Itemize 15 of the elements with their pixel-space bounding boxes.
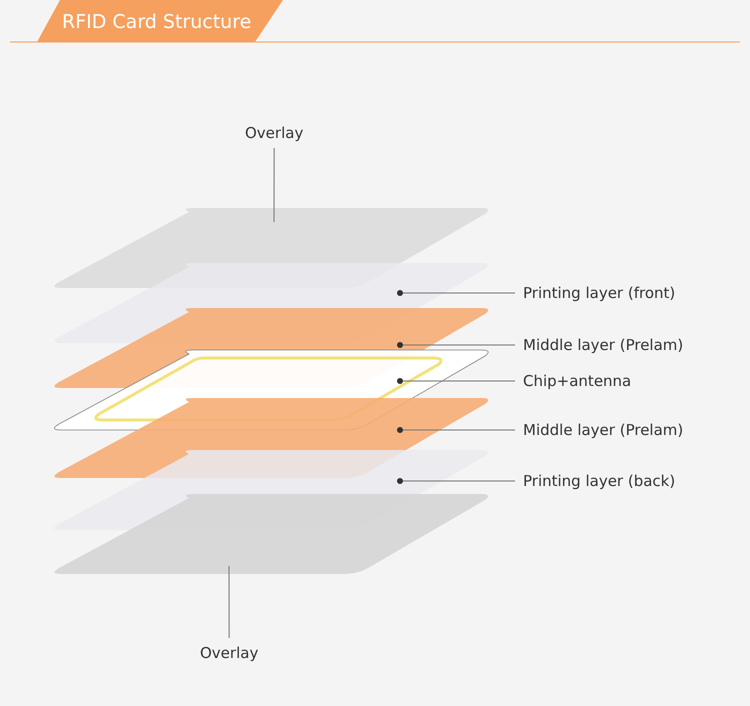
layer-label: Overlay (245, 124, 304, 142)
leader-line (397, 290, 516, 296)
layer-label: Middle layer (Prelam) (523, 421, 684, 439)
leader-line (228, 566, 230, 638)
layer-label: Overlay (200, 644, 258, 662)
layer-label: Printing layer (front) (523, 284, 676, 302)
layer-label: Printing layer (back) (523, 472, 676, 490)
layer-label: Chip+antenna (523, 372, 632, 390)
leader-line (397, 378, 516, 384)
leader-line (397, 342, 516, 348)
title: RFID Card Structure (62, 10, 252, 34)
layer-label: Middle layer (Prelam) (523, 336, 684, 354)
leader-line (274, 148, 275, 222)
leader-line (397, 478, 516, 484)
leader-line (397, 427, 516, 433)
